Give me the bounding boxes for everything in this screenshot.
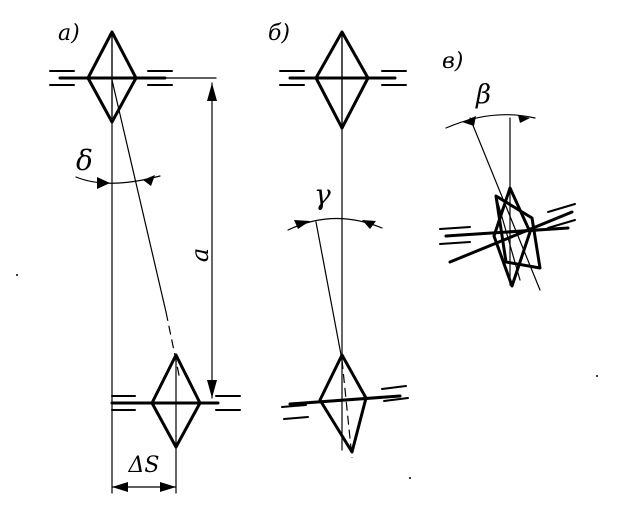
panel-a-bottom-center: [110, 353, 241, 449]
gamma-label: γ: [314, 178, 331, 211]
speck: [409, 477, 411, 479]
panel-a-skew-axis-dashed: [165, 311, 181, 381]
panel-b: б) γ: [268, 21, 409, 459]
panel-b-top-center: [279, 30, 407, 130]
panel-b-bottom-center: [281, 353, 409, 454]
distance-label: a: [186, 248, 214, 262]
panel-a-offset-dimension: ΔS: [111, 453, 177, 492]
panel-c: в) β: [439, 49, 576, 291]
panel-a-skew-axis: [111, 79, 167, 313]
panel-a-delta-angle: δ: [75, 144, 161, 189]
speck: [16, 274, 18, 276]
panel-b-gamma-angle: γ: [287, 178, 383, 231]
panel-b-skew-axis-dashed: [341, 359, 353, 459]
panel-b-skew-axis: [315, 221, 343, 361]
panel-a: a): [49, 21, 241, 494]
panel-c-beta-angle: β: [445, 80, 536, 129]
beta-label: β: [475, 80, 491, 110]
panel-c-label: в): [442, 49, 463, 74]
panel-a-distance-dimension: a: [159, 77, 217, 399]
panel-a-label: a): [58, 21, 80, 46]
delta-label: δ: [76, 144, 93, 177]
speck: [596, 375, 598, 377]
offset-label: ΔS: [128, 453, 160, 478]
panel-b-label: б): [268, 21, 290, 46]
panel-c-centers: [439, 186, 576, 288]
